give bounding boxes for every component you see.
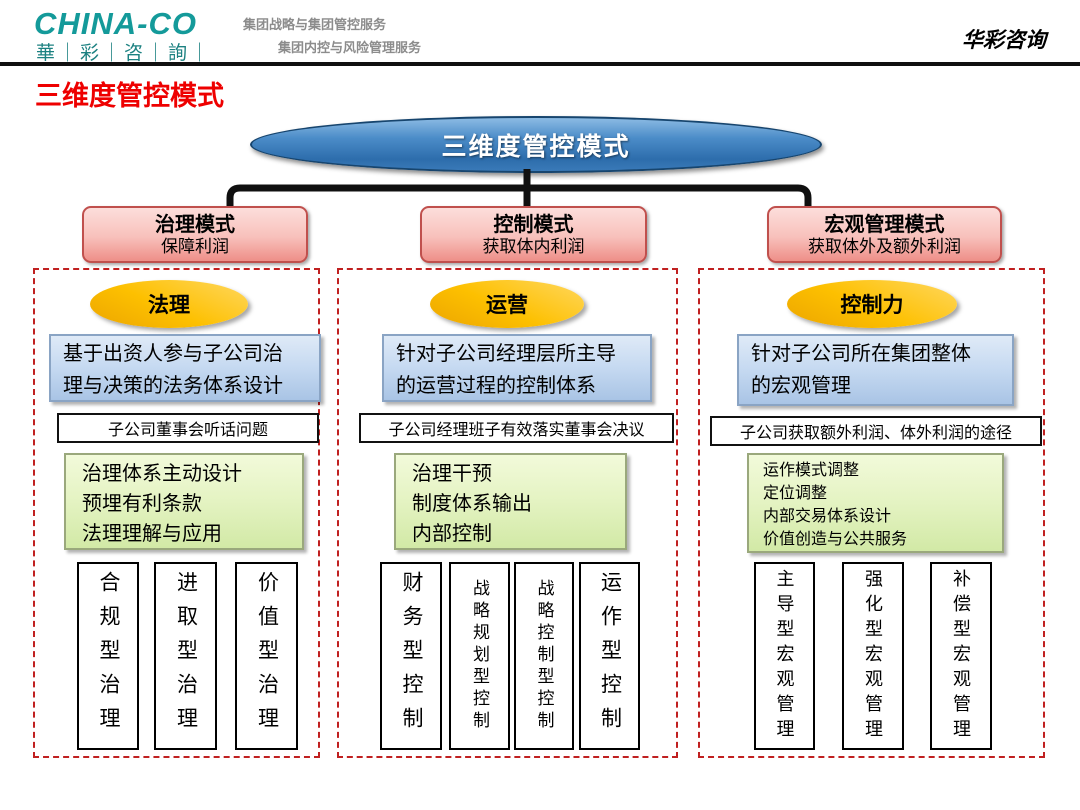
service-tagline-1: 集团战略与集团管控服务 (243, 17, 387, 32)
type-label: 主导型宏观管理 (774, 568, 795, 744)
type-label: 运作型控制 (598, 571, 622, 741)
type-box: 战略规划型控制 (449, 562, 510, 750)
actions-box: 运作模式调整 定位调整 内部交易体系设计 价值创造与公共服务 (747, 453, 1004, 553)
company-logo-chinese: 華｜彩｜咨｜詢｜ (36, 43, 213, 64)
type-box: 强化型宏观管理 (842, 562, 904, 750)
branch-box-governance: 治理模式 保障利润 (82, 206, 308, 263)
root-node-ellipse: 三维度管控模式 (250, 116, 822, 173)
page-title: 三维度管控模式 (35, 81, 224, 111)
description-box: 针对子公司经理层所主导 的运营过程的控制体系 (382, 334, 652, 402)
column-control: 运营 针对子公司经理层所主导 的运营过程的控制体系 子公司经理班子有效落实董事会… (337, 268, 678, 758)
type-label: 价值型治理 (255, 571, 279, 741)
type-label: 补偿型宏观管理 (951, 568, 971, 744)
actions-box: 治理体系主动设计 预埋有利条款 法理理解与应用 (64, 453, 304, 550)
type-box: 进取型治理 (154, 562, 217, 750)
type-label: 进取型治理 (174, 571, 198, 741)
type-box: 运作型控制 (579, 562, 640, 750)
type-label: 战略规划型控制 (470, 579, 489, 733)
issue-box: 子公司获取额外利润、体外利润的途径 (710, 416, 1042, 446)
branch-title: 控制模式 (493, 213, 574, 236)
root-node-label: 三维度管控模式 (441, 132, 631, 161)
type-box: 战略控制型控制 (514, 562, 574, 750)
description-box: 针对子公司所在集团整体 的宏观管理 (737, 334, 1014, 406)
service-tagline-2: 集团内控与风险管理服务 (278, 40, 422, 55)
branch-subtitle: 保障利润 (161, 236, 229, 256)
description-box: 基于出资人参与子公司治 理与决策的法务体系设计 (49, 334, 321, 402)
branch-box-macro: 宏观管理模式 获取体外及额外利润 (767, 206, 1002, 263)
dimension-badge-ellipse: 运营 (430, 280, 584, 328)
issue-box: 子公司经理班子有效落实董事会决议 (359, 413, 674, 443)
actions-box: 治理干预 制度体系输出 内部控制 (394, 453, 627, 550)
type-label: 强化型宏观管理 (863, 568, 883, 744)
type-box: 主导型宏观管理 (754, 562, 815, 750)
branch-subtitle: 获取体内利润 (482, 236, 585, 256)
dimension-badge-ellipse: 法理 (90, 280, 248, 328)
header-divider (0, 62, 1080, 66)
column-governance: 法理 基于出资人参与子公司治 理与决策的法务体系设计 子公司董事会听话问题 治理… (33, 268, 321, 758)
type-box: 价值型治理 (235, 562, 298, 750)
brand-name-right: 华彩咨询 (962, 29, 1046, 52)
issue-box: 子公司董事会听话问题 (57, 413, 319, 443)
branch-title: 治理模式 (155, 213, 235, 236)
branch-subtitle: 获取体外及额外利润 (808, 236, 961, 256)
company-logo-wordmark: CHINA-CO (34, 6, 197, 41)
dimension-badge-label: 法理 (148, 294, 190, 317)
type-label: 财务型控制 (400, 571, 423, 741)
dimension-badge-label: 运营 (486, 294, 528, 317)
type-box: 财务型控制 (380, 562, 442, 750)
type-box: 合规型治理 (77, 562, 139, 750)
type-label: 合规型治理 (97, 571, 120, 741)
column-macro: 控制力 针对子公司所在集团整体 的宏观管理 子公司获取额外利润、体外利润的途径 … (698, 268, 1045, 758)
branch-box-control: 控制模式 获取体内利润 (420, 206, 647, 263)
branch-title: 宏观管理模式 (824, 213, 945, 236)
type-box: 补偿型宏观管理 (930, 562, 992, 750)
type-label: 战略控制型控制 (534, 579, 554, 733)
dimension-badge-label: 控制力 (840, 294, 904, 317)
dimension-badge-ellipse: 控制力 (787, 280, 957, 328)
